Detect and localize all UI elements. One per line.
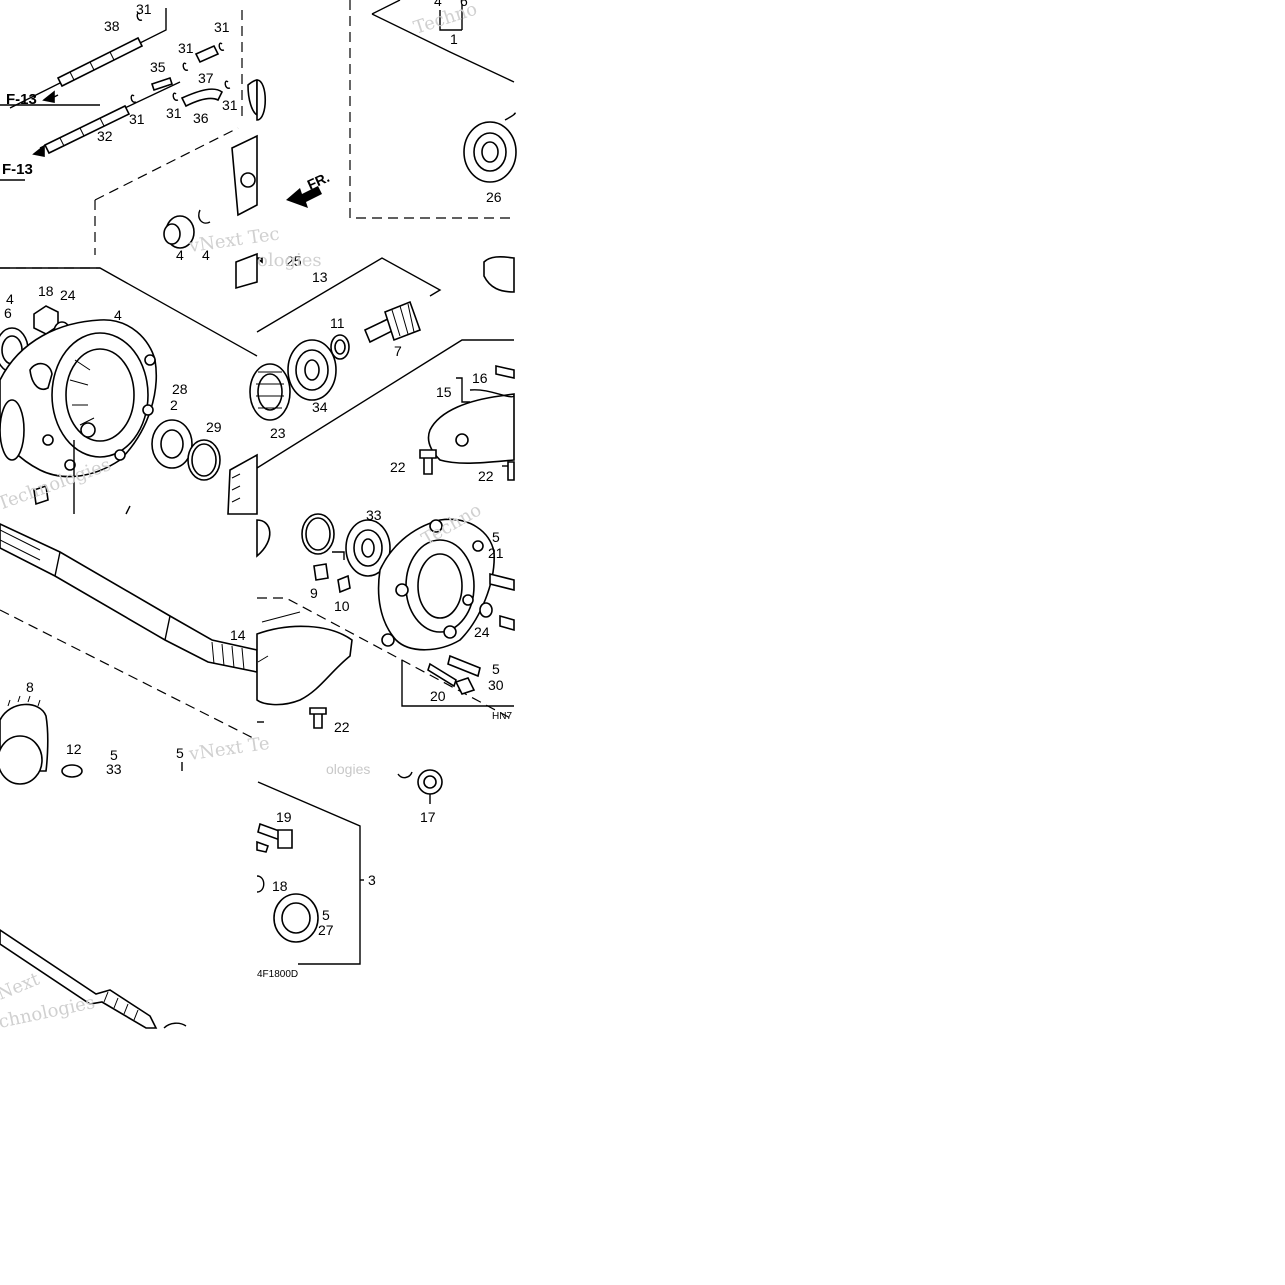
callout-22: 22 — [478, 468, 494, 484]
callout-23: 23 — [270, 425, 286, 441]
callout-32: 32 — [97, 128, 113, 144]
lower-cover — [256, 611, 353, 706]
callout-8: 8 — [26, 679, 34, 695]
callout-34: 34 — [312, 399, 328, 415]
gear-23 — [249, 363, 291, 421]
callout-5: 5 — [492, 529, 500, 545]
callout-25: 2 — [170, 397, 178, 413]
callout-35: 35 — [150, 59, 166, 75]
watermark: Techno — [411, 0, 480, 39]
callout-18: 25 — [286, 253, 302, 269]
ring-gear-8 — [0, 695, 49, 785]
callout-15: 15 — [436, 384, 452, 400]
callout-33: 33 — [366, 507, 382, 523]
callout-31: 31 — [222, 97, 238, 113]
tile-bottom-left: Next chnologies — [0, 929, 187, 1033]
watermark: Next — [0, 968, 43, 1004]
axle-shaft-14 — [0, 523, 258, 673]
callout-1: 1 — [450, 31, 458, 47]
pipe-32 — [43, 104, 131, 155]
callout-16: 16 — [472, 370, 488, 386]
callout-2: 18 — [38, 283, 54, 299]
callout-30: 30 — [488, 677, 504, 693]
callout-4: 4 — [6, 291, 14, 307]
callout-7: 7 — [394, 343, 402, 359]
bearing-26 — [463, 112, 517, 183]
callout-13: 29 — [206, 419, 222, 435]
watermark: vNext Te — [187, 733, 271, 765]
callout-3: 3 — [368, 872, 376, 888]
pinion-gear-7 — [363, 300, 422, 344]
callout-5: 5 — [110, 747, 118, 763]
callout-36: 36 — [193, 110, 209, 126]
callout-5: 5 — [322, 907, 330, 923]
callout-24: 24 — [474, 624, 490, 640]
callout-21: 21 — [488, 545, 504, 561]
callout-20: 20 — [430, 688, 446, 704]
callout-28: 6 — [4, 305, 12, 321]
callout-10: 10 — [334, 598, 350, 614]
callout-4: 4 — [114, 307, 122, 323]
front-direction-label: FR. — [305, 169, 332, 193]
ref-label-f13-upper: F-13 — [6, 91, 37, 108]
callout-5: 5 — [176, 745, 184, 761]
callout-26: 26 — [486, 189, 502, 205]
diagram-code-hn7: HN7 — [492, 711, 512, 722]
callout-4: 28 — [172, 381, 188, 397]
callout-22: 22 — [334, 719, 350, 735]
watermark: ologies — [257, 250, 322, 271]
callout-4: 4 — [176, 247, 184, 263]
callout-31: 31 — [129, 111, 145, 127]
tile-bottom-center: ologies 17 19 18 3 5 27 4F1800D — [256, 761, 443, 980]
callout-31: 31 — [178, 40, 194, 56]
callout-4: 4 — [434, 0, 442, 9]
callout-14: 14 — [230, 627, 246, 643]
callout-9: 9 — [310, 585, 318, 601]
tile-top-middle: FR. 4 6 1 26 Techno — [256, 0, 517, 219]
callout-38: 38 — [104, 18, 120, 34]
tile-center: 25 13 11 7 16 15 34 23 22 22 ologies 4 4 — [176, 247, 515, 484]
bearing-33 — [345, 519, 391, 577]
callout-19: 19 — [276, 809, 292, 825]
tile-middle-left: 4 6 18 24 4 28 2 29 Technologies — [0, 267, 258, 515]
callout-5: 5 — [492, 661, 500, 677]
callout-22: 22 — [390, 459, 406, 475]
watermark: ologies — [326, 761, 370, 777]
pipe-38 — [56, 36, 144, 88]
callout-31: 31 — [214, 19, 230, 35]
callout-6: 6 — [460, 0, 468, 9]
tile-top-left: F-13 F-13 38 31 31 31 37 35 31 36 31 31 … — [0, 1, 281, 257]
callout-31: 31 — [136, 1, 152, 17]
callout-11: 11 — [330, 315, 345, 331]
callout-24: 13 — [312, 269, 328, 285]
callout-33: 33 — [106, 761, 122, 777]
oil-seal-27 — [273, 893, 319, 943]
front-direction-arrow: FR. — [286, 169, 332, 208]
callout-37: 37 — [198, 70, 214, 86]
differential-housing — [0, 319, 158, 478]
tile-lower-center: 33 5 21 9 10 24 5 30 20 22 HN7 Techno — [256, 499, 515, 735]
callout-6: 4 — [202, 247, 210, 263]
diagram-code-4f1800d: 4F1800D — [257, 969, 298, 980]
callout-17: 17 — [420, 809, 436, 825]
ref-label-f13-lower: F-13 — [2, 161, 33, 178]
cover-plate-15 — [427, 389, 515, 464]
callout-18: 18 — [272, 878, 288, 894]
callout-29: 24 — [60, 287, 76, 303]
bearing-34 — [287, 339, 337, 401]
carrier-housing — [377, 518, 495, 651]
tile-lower-left: 14 8 12 5 33 5 vNext Te — [0, 523, 271, 785]
callout-27: 27 — [318, 922, 334, 938]
callout-31: 31 — [166, 105, 182, 121]
callout-12: 12 — [66, 741, 82, 757]
